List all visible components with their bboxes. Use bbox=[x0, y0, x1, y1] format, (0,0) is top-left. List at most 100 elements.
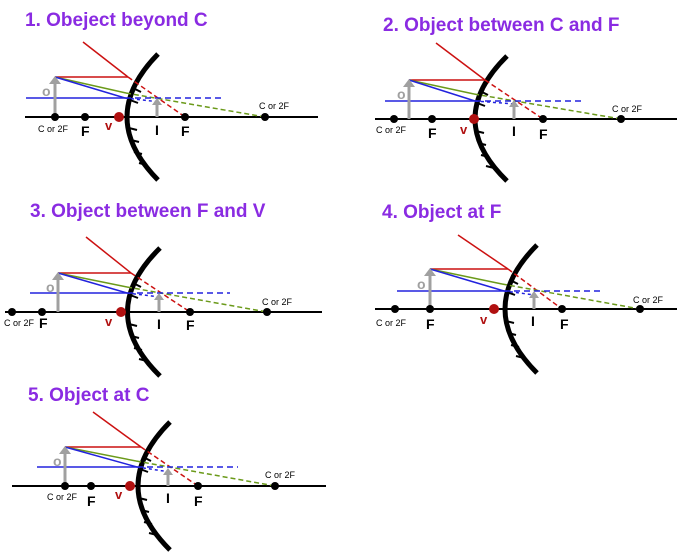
center-label-left: C or 2F bbox=[4, 318, 35, 328]
panel-title: 3. Object between F and V bbox=[30, 201, 266, 222]
virtual-ray-red bbox=[507, 268, 563, 310]
vertex-label: v bbox=[480, 312, 488, 327]
reflected-ray-blue bbox=[54, 76, 126, 99]
image-arrowhead bbox=[529, 291, 539, 298]
focus-label-left: F bbox=[87, 493, 96, 509]
point-c-left bbox=[61, 482, 69, 490]
image-arrowhead bbox=[152, 98, 162, 105]
convex-mirror bbox=[502, 243, 539, 375]
panel-title: 5. Object at C bbox=[28, 385, 150, 406]
focus-label-right: F bbox=[186, 317, 195, 333]
image-arrowhead bbox=[509, 100, 519, 107]
image-arrowhead bbox=[163, 468, 173, 475]
panel-4: 4. Object at F o C or 2F F v I F C or bbox=[357, 195, 682, 380]
point-f-right bbox=[558, 305, 566, 313]
point-c-left bbox=[390, 115, 398, 123]
point-f-right bbox=[539, 115, 547, 123]
point-f-left bbox=[87, 482, 95, 490]
ray-diagram: o C or 2F F v I F C or 2F bbox=[12, 411, 326, 552]
object-arrowhead bbox=[403, 79, 415, 87]
panel-1: 1. Obeject beyond C o C or 2F F v I F bbox=[0, 0, 330, 185]
point-c-right bbox=[636, 305, 644, 313]
object-arrowhead bbox=[59, 446, 71, 454]
vertex-label: v bbox=[115, 487, 123, 502]
panel-title: 1. Obeject beyond C bbox=[25, 10, 208, 31]
virtual-ray-olive bbox=[135, 460, 276, 487]
point-f-left bbox=[81, 113, 89, 121]
point-c-left bbox=[51, 113, 59, 121]
panel-title: 4. Object at F bbox=[382, 202, 502, 223]
ray-diagram: o C or 2F F v I F C or 2F bbox=[4, 236, 322, 378]
point-c-left bbox=[391, 305, 399, 313]
virtual-ray-red bbox=[484, 79, 544, 120]
point-c-left bbox=[8, 308, 16, 316]
virtual-ray-red bbox=[127, 76, 186, 118]
vertex-point bbox=[469, 114, 479, 124]
object-arrowhead bbox=[424, 268, 436, 276]
center-label-left: C or 2F bbox=[376, 318, 407, 328]
center-label-right: C or 2F bbox=[633, 295, 664, 305]
panel-2: 2. Object between C and F o C or 2F F v … bbox=[357, 1, 682, 186]
focus-label-right: F bbox=[539, 126, 548, 142]
point-c-right bbox=[271, 482, 279, 490]
image-arrowhead bbox=[154, 293, 164, 300]
object-label: o bbox=[42, 83, 51, 99]
focus-label-right: F bbox=[181, 123, 190, 139]
point-c-right bbox=[261, 113, 269, 121]
ray-diagram: o C or 2F F v I F C or 2F bbox=[25, 41, 318, 182]
point-f-right bbox=[181, 113, 189, 121]
center-label-right: C or 2F bbox=[259, 101, 290, 111]
vertex-label: v bbox=[460, 122, 468, 137]
virtual-ray-blue bbox=[503, 290, 536, 296]
center-label-right: C or 2F bbox=[612, 104, 643, 114]
vertex-label: v bbox=[105, 314, 113, 329]
focus-label-left: F bbox=[428, 125, 437, 141]
incident-ray-olive bbox=[64, 446, 137, 462]
incident-ray-olive bbox=[429, 268, 503, 285]
mirror-hatching bbox=[505, 279, 525, 359]
object-label: o bbox=[397, 86, 406, 102]
mirror-hatching bbox=[128, 87, 148, 166]
point-f-right bbox=[186, 308, 194, 316]
object-arrowhead bbox=[52, 272, 64, 280]
center-label-left: C or 2F bbox=[376, 125, 407, 135]
point-c-right bbox=[263, 308, 271, 316]
focus-label-left: F bbox=[426, 316, 435, 332]
point-f-left bbox=[428, 115, 436, 123]
incident-ray-olive bbox=[54, 76, 127, 94]
panel-3: 3. Object between F and V o C or 2F F v … bbox=[0, 195, 330, 380]
vertex-point bbox=[125, 481, 135, 491]
focus-label-right: F bbox=[194, 493, 203, 509]
virtual-ray-olive bbox=[473, 93, 622, 120]
reflected-ray-blue bbox=[64, 446, 138, 468]
mirror-hatching bbox=[138, 456, 158, 536]
vertex-point bbox=[114, 112, 124, 122]
vertex-label: v bbox=[105, 118, 113, 133]
image-label: I bbox=[155, 122, 159, 138]
ray-diagram: o C or 2F F v I F C or 2F bbox=[375, 42, 677, 183]
virtual-ray-olive bbox=[501, 283, 641, 310]
virtual-ray-olive bbox=[126, 286, 268, 313]
mirror-hatching bbox=[475, 90, 495, 169]
center-label-left: C or 2F bbox=[47, 492, 78, 502]
panel-5: 5. Object at C o C or 2F F v I F C or bbox=[0, 372, 330, 557]
convex-mirror bbox=[135, 420, 172, 552]
image-label: I bbox=[166, 490, 170, 506]
image-label: I bbox=[157, 316, 161, 332]
focus-label-right: F bbox=[560, 316, 569, 332]
reflected-ray-red bbox=[82, 41, 129, 78]
virtual-ray-olive bbox=[125, 92, 266, 118]
incident-ray-olive bbox=[57, 272, 128, 288]
incident-ray-olive bbox=[408, 79, 475, 95]
reflected-ray-blue bbox=[408, 79, 476, 102]
ray-diagram: o C or 2F F v I F C or 2F bbox=[375, 234, 677, 375]
object-label: o bbox=[417, 276, 426, 292]
point-f-right bbox=[194, 482, 202, 490]
virtual-ray-blue bbox=[474, 100, 516, 105]
focus-label-left: F bbox=[39, 315, 48, 331]
reflected-ray-red bbox=[92, 411, 142, 448]
reflected-ray-blue bbox=[429, 268, 505, 292]
reflected-ray-red bbox=[85, 236, 132, 274]
reflected-ray-blue bbox=[57, 272, 128, 294]
point-f-left bbox=[38, 308, 46, 316]
